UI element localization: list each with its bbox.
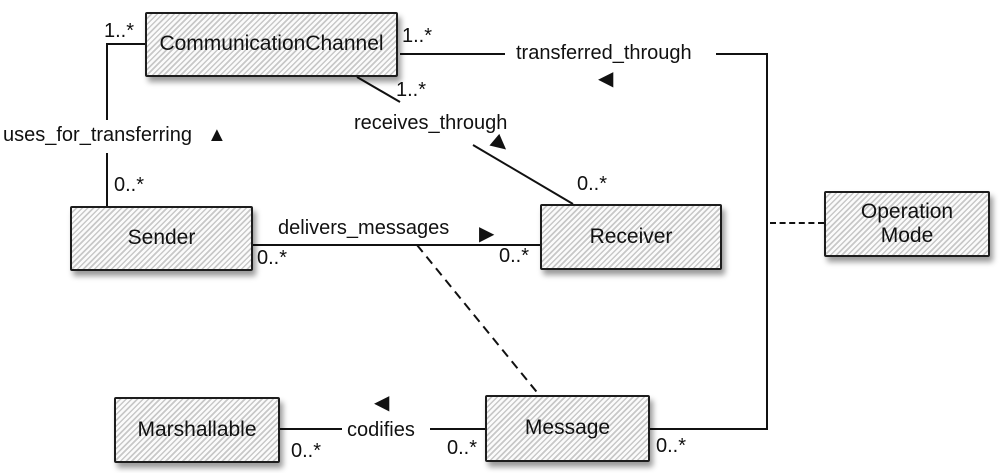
class-marshallable-label: Marshallable [137, 417, 257, 441]
receives-through-receiver-end-multiplicity: 0..* [577, 173, 608, 195]
codifies-message-end-multiplicity: 0..* [447, 437, 478, 459]
receives-through-line-lower [472, 144, 574, 205]
receives-through-label: receives_through [354, 112, 508, 134]
transferred-through-line-bottom-horizontal [650, 428, 768, 430]
delivers-messages-sender-end-multiplicity: 0..* [257, 247, 288, 269]
codifies-marshallable-end-multiplicity: 0..* [291, 440, 322, 462]
transferred-through-line-left-segment [400, 53, 505, 55]
uses-for-transferring-channel-end-multiplicity: 1..* [104, 20, 135, 42]
codifies-label: codifies [347, 419, 415, 441]
class-message: Message [485, 395, 650, 462]
codifies-line-right-segment [430, 428, 485, 430]
operation-mode-dashed-connector [770, 222, 824, 224]
transferred-through-channel-end-multiplicity: 1..* [402, 25, 433, 47]
transferred-through-label: transferred_through [516, 42, 692, 64]
delivers-messages-direction-arrow-icon: ▶ [479, 223, 495, 245]
delivers-messages-association-class-dashed-line [416, 244, 541, 397]
uses-for-transferring-line-vertical-upper [106, 43, 108, 120]
transferred-through-direction-arrow-icon: ◀ [598, 68, 614, 90]
transferred-through-message-end-multiplicity: 0..* [656, 435, 687, 457]
receives-through-line-upper [356, 76, 401, 103]
class-sender: Sender [70, 206, 253, 271]
codifies-direction-arrow-icon: ◀ [374, 392, 390, 414]
delivers-messages-label: delivers_messages [278, 217, 450, 239]
uses-for-transferring-sender-end-multiplicity: 0..* [114, 174, 145, 196]
class-sender-label: Sender [127, 226, 196, 250]
class-marshallable: Marshallable [114, 397, 280, 463]
uses-for-transferring-label: uses_for_transferring [3, 124, 192, 146]
class-receiver-label: Receiver [589, 224, 673, 248]
uses-for-transferring-line-top-horizontal [107, 43, 145, 45]
delivers-messages-receiver-end-multiplicity: 0..* [499, 245, 530, 267]
uses-for-transferring-line-vertical-lower [106, 153, 108, 206]
class-communication-channel-label: CommunicationChannel [159, 32, 384, 56]
class-operation-mode-label: Operation Mode [860, 199, 954, 247]
receives-through-channel-end-multiplicity: 1..* [396, 79, 427, 101]
delivers-messages-line [253, 244, 540, 246]
codifies-line-left-segment [280, 428, 342, 430]
transferred-through-line-vertical [766, 53, 768, 430]
class-communication-channel: CommunicationChannel [145, 12, 398, 77]
transferred-through-line-right-segment [716, 53, 768, 55]
class-message-label: Message [524, 416, 611, 440]
class-operation-mode: Operation Mode [824, 191, 990, 257]
class-receiver: Receiver [540, 204, 722, 270]
uses-for-transferring-direction-arrow-icon: ▲ [207, 124, 227, 146]
